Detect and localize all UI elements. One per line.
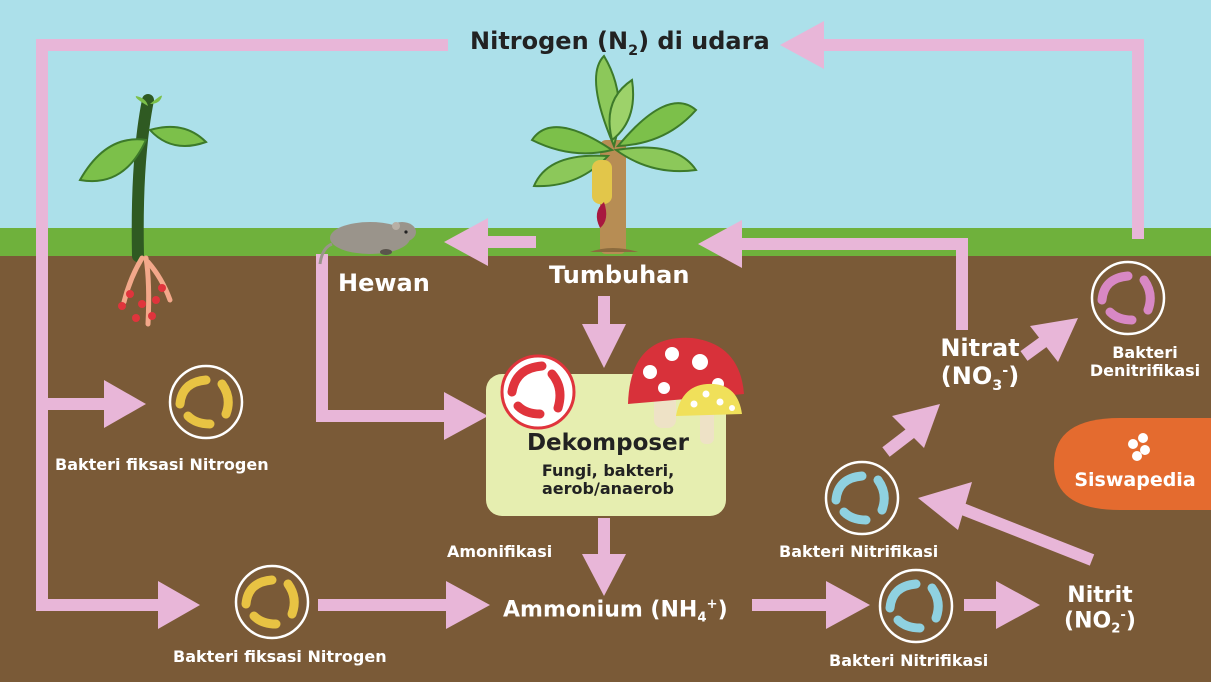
arrow-tumbuhan-down-head xyxy=(582,324,626,368)
bacteria-nitrifikasi-top xyxy=(824,460,900,536)
arrow-top-left-line xyxy=(36,39,448,51)
arrow-to-bfn-top-head xyxy=(104,380,146,428)
arrow-bnit-nitrit-head xyxy=(996,581,1040,629)
arrow-bnit-nitrit-line xyxy=(964,599,998,611)
arrow-bden-top-line xyxy=(822,39,1144,51)
arrow-nitrat-up-line xyxy=(956,238,968,330)
nitrit-label: Nitrit(NO2-) xyxy=(1064,583,1136,638)
arrow-bnit-nitrat-head xyxy=(892,404,940,448)
bakteri-fiksasi-nitrogen-bottom-label: Bakteri fiksasi Nitrogen xyxy=(173,647,387,666)
arrow-to-bfn-bottom-line xyxy=(36,599,160,611)
hewan-label: Hewan xyxy=(338,269,430,297)
animal-illustration xyxy=(318,222,416,265)
arrow-nitrat-bden-line xyxy=(1020,335,1050,361)
arrow-nitrit-bnit-line xyxy=(957,502,1095,566)
arrow-ammonium-bnit-head xyxy=(826,581,870,629)
brand-logo-icon xyxy=(1128,433,1150,461)
arrow-tumbuhan-down-line xyxy=(598,296,610,326)
seedling-illustration xyxy=(78,94,208,327)
arrow-to-n2-head xyxy=(780,21,824,69)
arrow-to-bfn-top-line xyxy=(36,398,106,410)
bacteria-denitrifikasi xyxy=(1090,260,1166,336)
arrow-tumbuhan-hewan-line xyxy=(484,236,536,248)
arrow-tumbuhan-hewan-head xyxy=(444,218,488,266)
ammonium-label: Ammonium (NH4+) xyxy=(503,597,728,626)
arrow-to-tumbuhan-head xyxy=(698,220,742,268)
brand-badge xyxy=(1054,418,1211,510)
tumbuhan-label: Tumbuhan xyxy=(549,261,690,289)
dekomposer-label: Dekomposer xyxy=(526,430,690,456)
arrow-nitrat-bden-head xyxy=(1030,318,1078,362)
arrow-ammonium-bnit-line xyxy=(752,599,828,611)
arrow-bnit-nitrat-line xyxy=(882,427,916,457)
bakteri-fiksasi-nitrogen-top-label: Bakteri fiksasi Nitrogen xyxy=(55,455,269,474)
brand-label: Siswapedia xyxy=(1074,469,1196,491)
amonifikasi-label: Amonifikasi xyxy=(447,542,553,561)
arrow-hewan-dekomp-line xyxy=(316,410,446,422)
arrow-to-bfn-bottom-head xyxy=(158,581,200,629)
bacteria-fiksasi-bottom xyxy=(234,564,310,640)
arrow-dekomp-down-head xyxy=(582,554,626,596)
mushroom-illustration xyxy=(628,337,744,444)
arrow-bfn-ammonium-head xyxy=(446,581,490,629)
decomposer-bacteria xyxy=(500,354,576,430)
arrow-bfn-ammonium-line xyxy=(318,599,448,611)
arrow-dekomp-down-line xyxy=(598,518,610,556)
arrow-nitrit-bnit-head xyxy=(918,482,972,530)
nitrat-label: Nitrat(NO3-) xyxy=(940,334,1020,394)
arrow-hewan-dekomp-head xyxy=(444,392,488,440)
dekomposer-description: Fungi, bakteri,aerob/anaerob xyxy=(541,461,675,499)
bakteri-nitrifikasi-bottom-label: Bakteri Nitrifikasi xyxy=(829,651,989,670)
flow-arrows xyxy=(36,21,1144,629)
arrow-bden-up-line xyxy=(1132,39,1144,239)
bakteri-nitrifikasi-top-label: Bakteri Nitrifikasi xyxy=(779,542,939,561)
bacteria-nitrifikasi-bottom xyxy=(878,568,954,644)
title-label: Nitrogen (N2) di udara xyxy=(470,27,770,59)
bacteria-fiksasi-top xyxy=(168,364,244,440)
arrow-hewan-down-line xyxy=(316,254,328,422)
banana-tree-illustration xyxy=(530,54,698,254)
arrow-left-vertical-line xyxy=(36,39,48,611)
arrow-nitrat-left-line xyxy=(740,238,968,250)
